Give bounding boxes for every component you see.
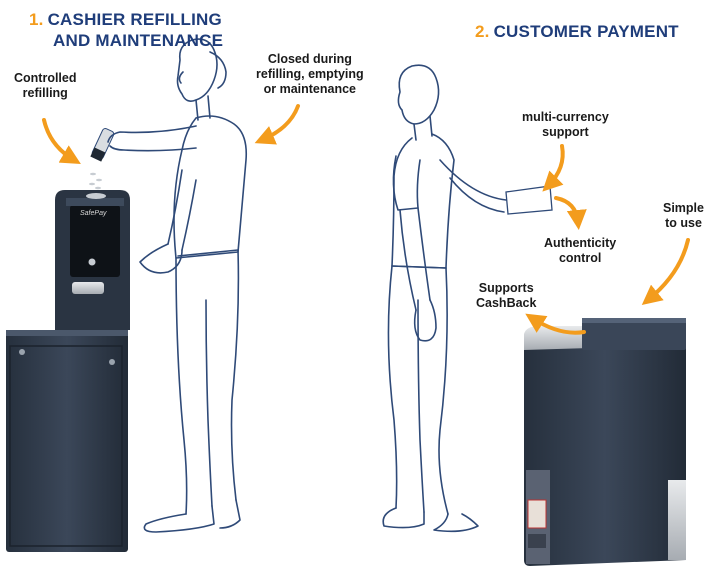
cashier-machine	[6, 190, 130, 552]
section1-heading-line2: AND MAINTENANCE	[53, 31, 223, 51]
section1-title-line2: AND MAINTENANCE	[53, 31, 224, 50]
cashier-figure	[107, 38, 248, 533]
customer-figure	[382, 64, 507, 533]
section2-title: CUSTOMER PAYMENT	[493, 22, 679, 41]
payment-machine-body	[524, 330, 686, 566]
section1-heading: 1.CASHIER REFILLING	[29, 10, 222, 30]
coin-tube-icon	[90, 128, 115, 162]
arrow-icon-controlled-refilling	[42, 118, 81, 165]
section1-number: 1.	[29, 10, 44, 29]
section2-number: 2.	[475, 22, 490, 41]
arrow-icon-authenticity	[554, 196, 587, 230]
label-closed-during: Closed during refilling, emptying or mai…	[256, 52, 364, 96]
arrow-icon-closed-during	[254, 104, 300, 145]
label-authenticity: Authenticity control	[544, 236, 617, 265]
machine-lower-cabinet	[6, 330, 128, 552]
label-simple-to-use: Simple to use	[663, 201, 704, 230]
arrow-icon-cashback	[525, 313, 586, 335]
note-acceptor-block	[582, 318, 686, 350]
banknote-icon	[505, 185, 553, 215]
label-multi-currency: multi-currency support	[522, 110, 609, 139]
falling-coins	[89, 172, 102, 190]
annotation-arrows	[42, 104, 690, 335]
dispenser-tray	[72, 282, 104, 294]
section2-heading: 2.CUSTOMER PAYMENT	[475, 22, 679, 42]
section1-title-line1: CASHIER REFILLING	[47, 10, 222, 29]
cabinet-lock-left	[19, 349, 25, 355]
arrow-icon-simple-to-use	[641, 238, 690, 306]
machine-brand-label: SafePay	[80, 210, 107, 217]
cabinet-lock-right	[109, 359, 115, 365]
payment-machine	[524, 318, 686, 566]
warning-sticker	[527, 499, 547, 529]
coin-slot	[86, 193, 106, 199]
arrow-icon-multi-currency	[542, 144, 565, 192]
label-controlled-refilling: Controlled refilling	[14, 71, 77, 100]
label-cashback: Supports CashBack	[476, 281, 537, 310]
